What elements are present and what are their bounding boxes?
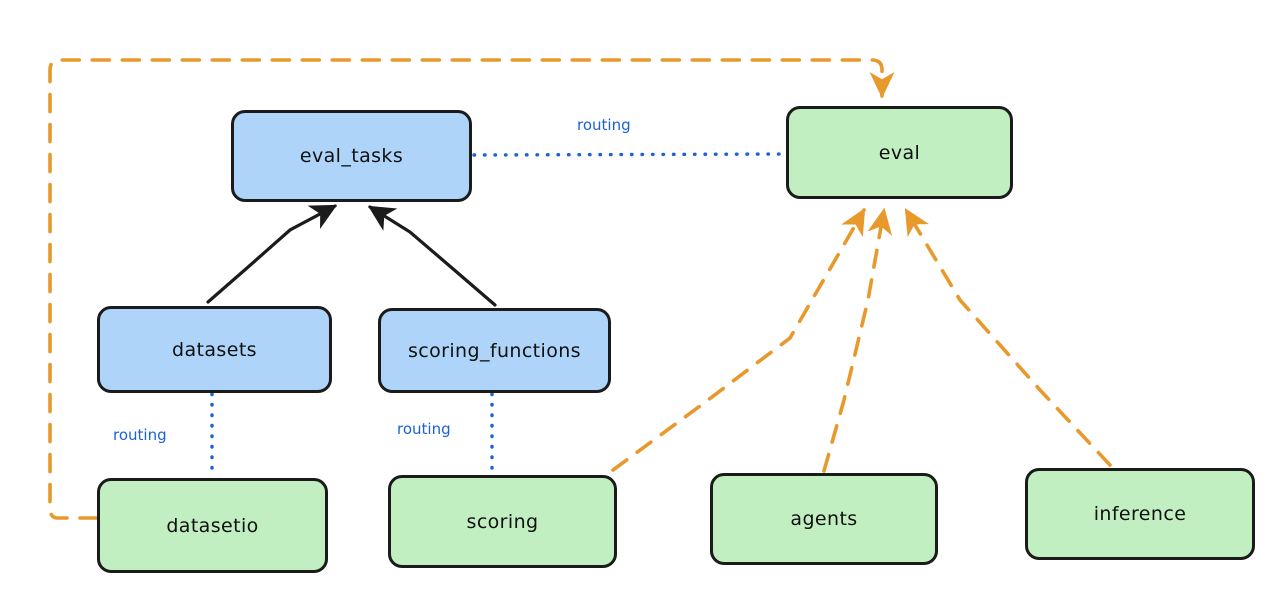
node-label-datasets: datasets xyxy=(172,338,257,361)
node-label-scoring-functions: scoring_functions xyxy=(408,339,581,362)
edge-scoring-functions-to-eval-tasks xyxy=(367,205,497,307)
node-scoring[interactable]: scoring xyxy=(388,475,617,568)
edge-agents-to-eval xyxy=(822,207,893,473)
edge-label-routing-scoring-functions-scoring: routing xyxy=(397,420,451,438)
edge-eval-tasks-to-eval xyxy=(472,152,786,157)
node-scoring-functions[interactable]: scoring_functions xyxy=(378,308,611,393)
edge-scoring-to-eval xyxy=(611,207,866,472)
node-label-scoring: scoring xyxy=(466,510,539,533)
node-label-inference: inference xyxy=(1093,503,1187,525)
node-label-agents: agents xyxy=(790,508,858,530)
node-label-datasetio: datasetio xyxy=(166,514,259,537)
edge-datasets-to-eval-tasks xyxy=(206,204,338,304)
node-agents[interactable]: agents xyxy=(710,473,938,565)
node-eval[interactable]: eval xyxy=(786,106,1013,199)
edge-label-routing-eval-tasks-eval: routing xyxy=(577,116,631,134)
node-inference[interactable]: inference xyxy=(1025,468,1255,560)
node-label-eval: eval xyxy=(878,141,921,164)
node-datasetio[interactable]: datasetio xyxy=(97,478,328,573)
edge-label-routing-datasets-datasetio: routing xyxy=(113,426,167,444)
node-label-eval-tasks: eval_tasks xyxy=(299,145,404,167)
edge-datasetio-to-eval xyxy=(48,58,895,520)
edge-inference-to-eval xyxy=(904,207,1112,467)
node-datasets[interactable]: datasets xyxy=(97,306,332,393)
node-eval-tasks[interactable]: eval_tasks xyxy=(231,110,472,202)
